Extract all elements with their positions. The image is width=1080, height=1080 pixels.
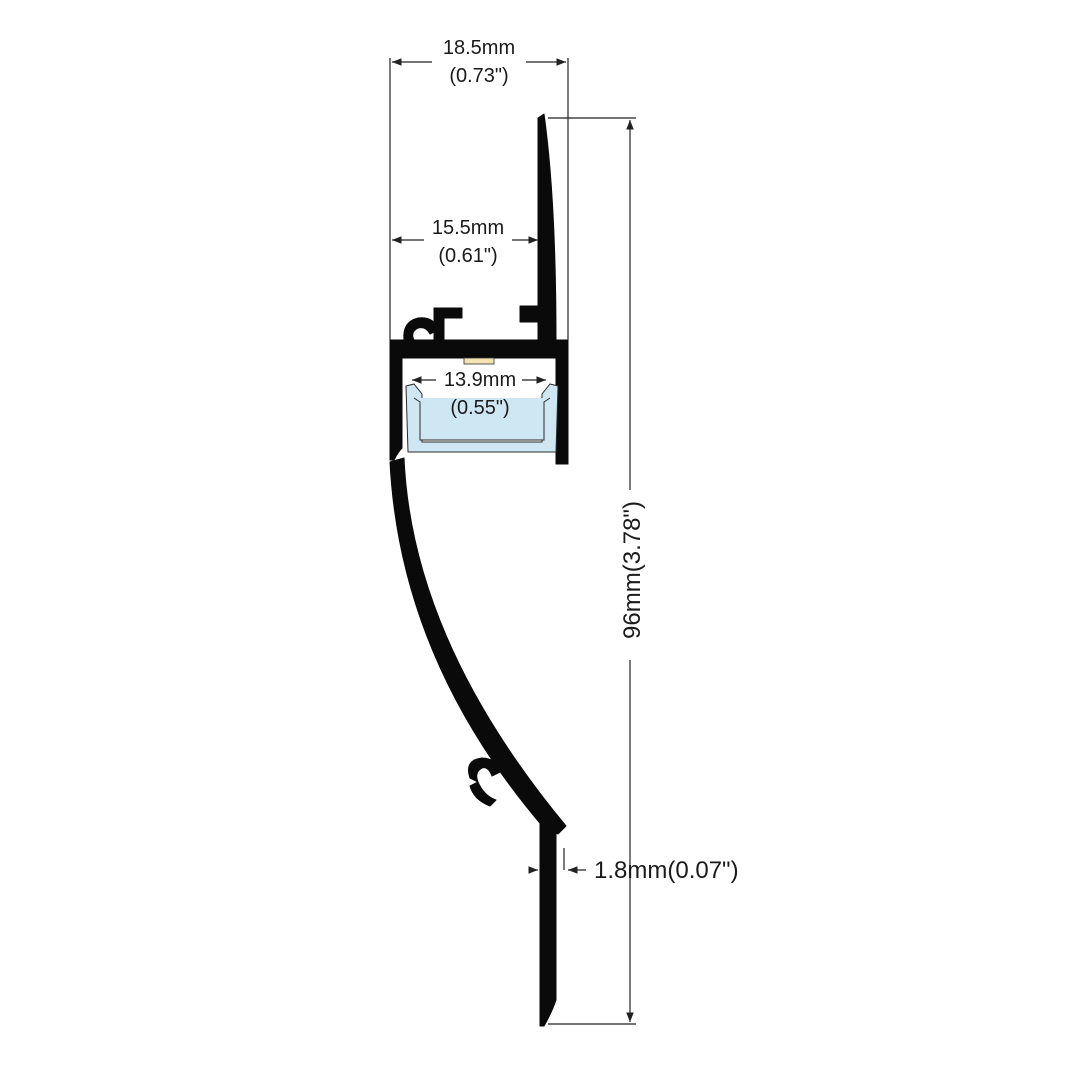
fin-clip [519, 305, 541, 323]
left-hook [403, 317, 439, 341]
dimension-thickness: 1.8mm(0.07") [528, 848, 739, 884]
dimension-height: 96mm(3.78") [548, 117, 646, 1025]
overall-width-inch: (0.73") [449, 65, 508, 87]
bottom-hook-tail [469, 781, 497, 807]
diffuser-cover [405, 383, 559, 453]
overall-width-mm: 18.5mm [443, 37, 515, 59]
inner-width-mm: 15.5mm [432, 217, 504, 239]
height-label: 96mm(3.78") [619, 501, 646, 639]
top-fin [537, 113, 557, 341]
aluminium-profile [389, 113, 569, 1027]
bottom-fin [539, 821, 557, 1027]
diffuser-inner [413, 397, 551, 441]
bottom-hook [468, 757, 501, 783]
dimension-overall-width: 18.5mm (0.73") [389, 37, 569, 340]
left-clip [433, 307, 463, 341]
led-strip [463, 357, 495, 365]
dimension-channel-width: 13.9mm (0.55") [412, 369, 546, 419]
channel-width-inch: (0.55") [450, 397, 509, 419]
channel-body [389, 339, 569, 465]
thickness-label: 1.8mm(0.07") [594, 857, 739, 884]
curved-reflector [389, 457, 567, 835]
channel-width-mm: 13.9mm [444, 369, 516, 391]
inner-width-inch: (0.61") [438, 245, 497, 267]
dimension-inner-width: 15.5mm (0.61") [392, 217, 538, 267]
